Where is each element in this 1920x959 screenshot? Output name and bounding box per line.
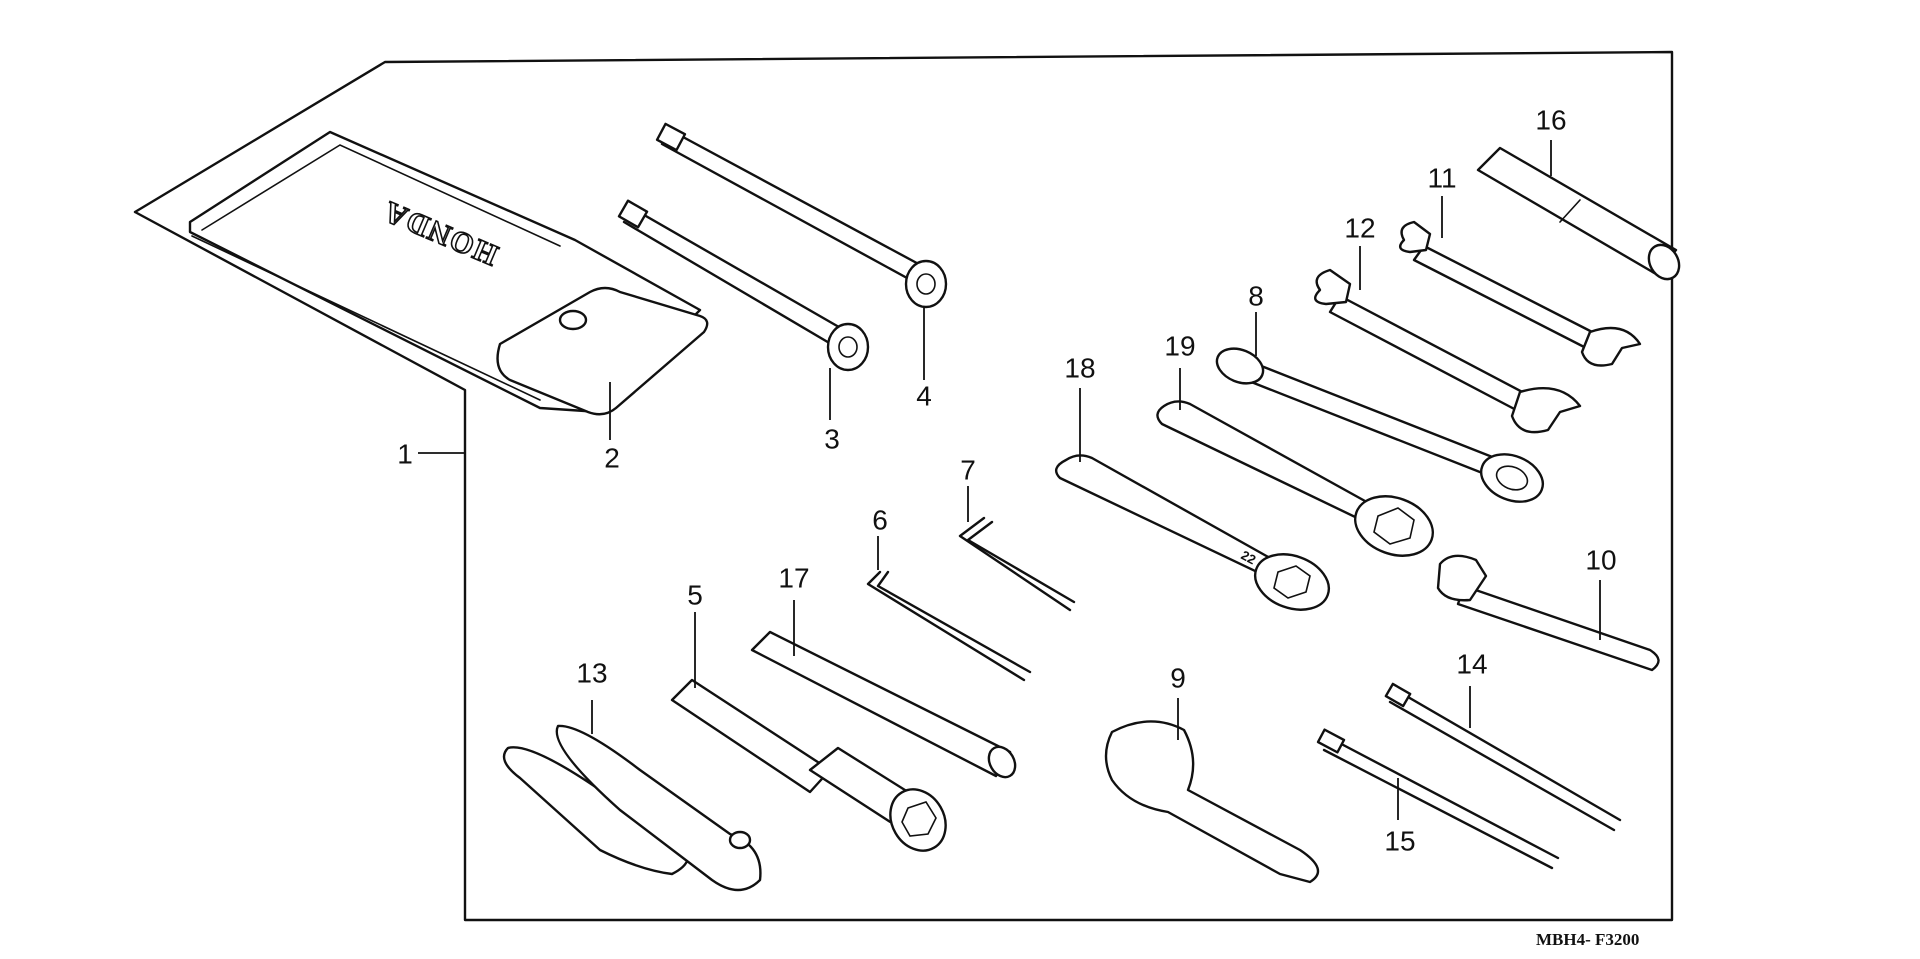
tool-15 [1316,728,1560,870]
assembly-frame [133,50,1674,922]
tool-14 [1384,682,1622,832]
tool-17 [750,630,1017,779]
tool-13 [502,724,762,892]
callout-8: 8 [1248,280,1264,311]
leader-lines [418,140,1601,820]
callout-11: 11 [1427,162,1456,193]
callout-labels: 1 2 3 4 5 6 7 8 9 10 11 12 13 14 15 16 1… [397,104,1616,856]
callout-16: 16 [1535,104,1566,135]
callout-3: 3 [824,423,840,454]
tool-7 [958,516,1076,612]
tool-4 [655,122,948,309]
callout-7: 7 [960,454,976,485]
callout-6: 6 [872,504,888,535]
svg-text:22: 22 [1239,547,1259,567]
callout-14: 14 [1456,648,1487,679]
tool-12 [1314,268,1582,434]
tool-3 [617,199,870,372]
tool-6 [866,570,1032,682]
callout-15: 15 [1384,825,1415,856]
tool-11 [1398,220,1642,367]
callout-2: 2 [604,442,620,473]
callout-5: 5 [687,579,703,610]
tool-5 [670,678,947,852]
tool-bag-flap [496,286,709,416]
tool-9 [1104,720,1320,884]
callout-9: 9 [1170,662,1186,693]
callout-13: 13 [576,657,607,688]
tool-18: 22 [1054,454,1330,611]
callout-1: 1 [397,438,413,469]
callout-18: 18 [1064,352,1095,383]
tool-16 [1476,146,1681,281]
callout-19: 19 [1164,330,1195,361]
callout-10: 10 [1585,544,1616,575]
drawing-code: MBH4- F3200 [1536,930,1639,949]
tool-19 [1156,400,1434,557]
callout-17: 17 [778,562,809,593]
callout-12: 12 [1344,212,1375,243]
tool-10 [1436,554,1660,672]
callout-4: 4 [916,380,932,411]
tool-8 [1215,347,1544,503]
